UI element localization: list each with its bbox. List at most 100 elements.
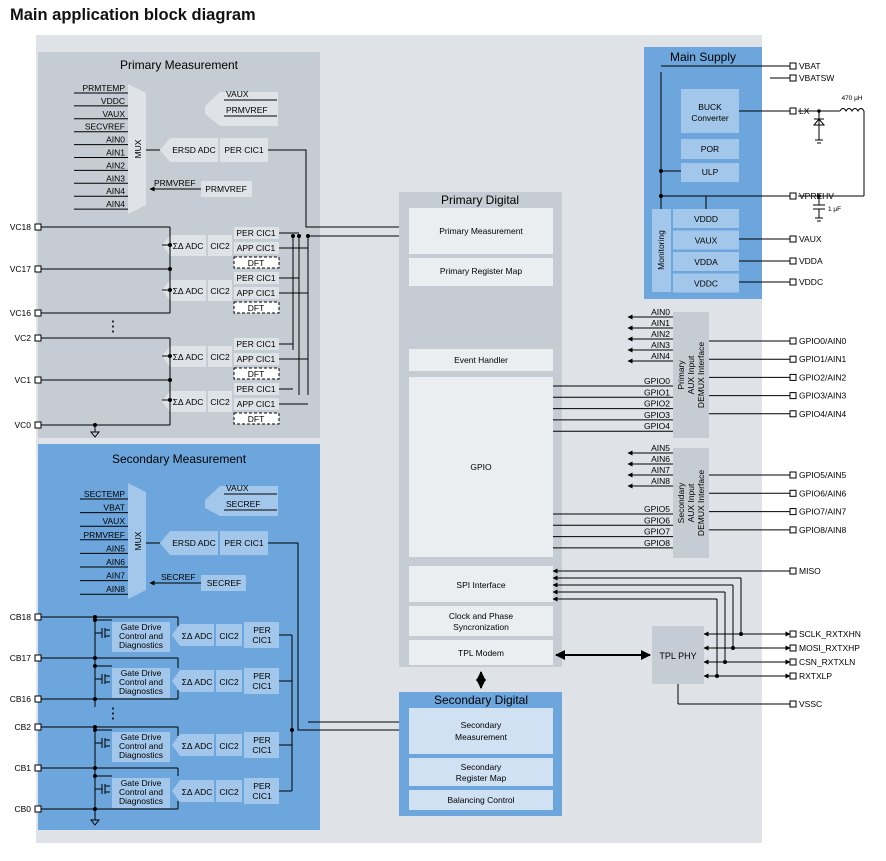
pin-label-vc16: VC16 [10, 308, 32, 318]
primary-dft-label: DFT [248, 258, 265, 268]
secondary-mux-input-label: SECTEMP [84, 489, 125, 499]
demux-secondary-ain-label: AIN5 [651, 443, 670, 453]
primary-dft-block [233, 412, 280, 425]
main-supply-title: Main Supply [670, 50, 736, 64]
primary-cic2-label: CIC2 [210, 397, 230, 407]
demux-primary-ain-label: AIN1 [651, 318, 670, 328]
gate-drive-block [112, 622, 170, 652]
demux-primary-ain-label: AIN2 [651, 329, 670, 339]
pin-gpio0-ain0 [789, 337, 797, 345]
secondary-per-label-2: CIC1 [252, 681, 272, 691]
pd-tpl-modem-label: TPL Modem [458, 648, 504, 658]
buck-converter [681, 89, 739, 133]
secondary-secref-out-label: SECREF [161, 572, 195, 582]
gate-drive-label-3: Diagnostics [119, 796, 163, 806]
pin-cb18 [34, 613, 42, 621]
secondary-secref-box [201, 575, 246, 591]
secondary-per-cic1-ch [244, 732, 279, 758]
pd-gpio-label: GPIO [470, 462, 492, 472]
secondary-mux-input-label: AIN6 [106, 557, 125, 567]
primary-sd-adc [162, 391, 206, 412]
demux-secondary-ain-label: AIN7 [651, 465, 670, 475]
sd-measurement [409, 708, 553, 754]
pd-register-map-label: Primary Register Map [440, 266, 522, 276]
secondary-ersd-adc-label: ERSD ADC [172, 538, 215, 548]
por-block [681, 139, 739, 159]
pin-vc0 [34, 421, 42, 429]
rail-label-vddd: VDDD [694, 214, 718, 224]
demux-primary-label-1: Primary [676, 360, 686, 390]
secondary-cic2-label: CIC2 [219, 741, 239, 751]
pin-sclk_rxtxhn [789, 630, 797, 638]
primary-mux [128, 84, 146, 214]
gpio-line-label: GPIO7 [644, 527, 670, 537]
primary-per-cic1-ch-label: PER CIC1 [236, 273, 275, 283]
primary-mux-input-label: AIN3 [106, 173, 125, 183]
primary-app-cic1-ch [234, 242, 279, 254]
demux-primary-ain-label: AIN3 [651, 340, 670, 350]
secondary-per-cic1-ch [244, 622, 279, 648]
bus-wires [268, 149, 399, 731]
rail-label-vdda: VDDA [694, 257, 718, 267]
pin-gpio6-ain6 [789, 489, 797, 497]
primary-sd-adc-label: ΣΔ ADC [173, 286, 204, 296]
demux-secondary: Secondary AUX Input DEMUX Interface [673, 448, 709, 558]
demux-secondary-label-3: DEMUX Interface [696, 470, 706, 536]
demux-primary-ain-label: AIN0 [651, 307, 670, 317]
primary-sd-adc [162, 280, 206, 301]
pin-label-gpio4-ain4: GPIO4/AIN4 [799, 409, 847, 419]
monitoring-label: Monitoring [656, 230, 666, 270]
secondary-per-cic1-ch [244, 668, 279, 694]
pin-label-cb2: CB2 [14, 722, 31, 732]
primary-sd-adc [162, 235, 206, 256]
pin-cb1 [34, 764, 42, 772]
tpl-phy-label: TPL PHY [659, 651, 696, 661]
primary-mux-input-label: SECVREF [85, 122, 125, 132]
primary-ersd-adc [160, 138, 218, 162]
demux-primary-label-3: DEMUX Interface [696, 342, 706, 408]
primary-app-cic1-ch-label: APP CIC1 [237, 243, 276, 253]
pin-label-vprehv: VPREHV [799, 191, 834, 201]
primary-cic2 [208, 235, 232, 256]
gate-drive-label-1: Gate Drive [121, 668, 162, 678]
gate-drive-label-3: Diagnostics [119, 640, 163, 650]
primary-app-cic1-ch [234, 287, 279, 299]
demux-primary: Primary AUX Input DEMUX Interface [673, 312, 709, 438]
secondary-measurement-title: Secondary Measurement [112, 452, 247, 466]
demux-primary-label-2: AUX Input [686, 355, 696, 394]
secondary-digital-panel: Secondary Digital Secondary Measurement … [399, 692, 562, 816]
secondary-per-cic1-label: PER CIC1 [224, 538, 263, 548]
main-supply-panel: Main Supply BUCK Converter POR ULP Monit… [644, 47, 790, 299]
primary-mux-label: MUX [133, 139, 143, 158]
gate-drive-label-3: Diagnostics [119, 750, 163, 760]
secondary-per-label-1: PER [253, 671, 270, 681]
pin-vc2 [34, 334, 42, 342]
primary-dft-block [233, 301, 280, 314]
gpio-line-label: GPIO2 [644, 399, 670, 409]
primary-cic2 [208, 391, 232, 412]
pin-vc1 [34, 376, 42, 384]
demux-secondary-ain-label: AIN6 [651, 454, 670, 464]
pin-gpio5-ain5 [789, 471, 797, 479]
primary-digital-panel: Primary Digital Primary Measurement Prim… [399, 192, 562, 667]
secondary-per-label-2: CIC1 [252, 635, 272, 645]
secondary-sd-adc-label: ΣΔ ADC [182, 787, 213, 797]
pd-primary-measurement-label: Primary Measurement [439, 226, 523, 236]
pin-gpio7-ain7 [789, 508, 797, 516]
primary-per-cic1-ch-label: PER CIC1 [236, 228, 275, 238]
ulp-label: ULP [702, 167, 719, 177]
capacitor-label: 1 μF [828, 206, 841, 213]
sd-register-map-label-1: Secondary [461, 762, 502, 772]
pin-vssc [789, 700, 797, 708]
secondary-cic2 [216, 670, 242, 692]
pin-label-vc2: VC2 [14, 333, 31, 343]
secondary-ellipsis: ⋮ [106, 705, 121, 722]
gpio-line-label: GPIO5 [644, 504, 670, 514]
secondary-digital-title: Secondary Digital [434, 693, 528, 707]
primary-per-cic1-ch [234, 383, 279, 395]
sd-balancing-control [409, 790, 553, 810]
pin-label-sclk_rxtxhn: SCLK_RXTXHN [799, 629, 861, 639]
primary-per-cic1-label: PER CIC1 [224, 145, 263, 155]
primary-sd-adc [162, 346, 206, 367]
rail-vdda [673, 252, 739, 271]
